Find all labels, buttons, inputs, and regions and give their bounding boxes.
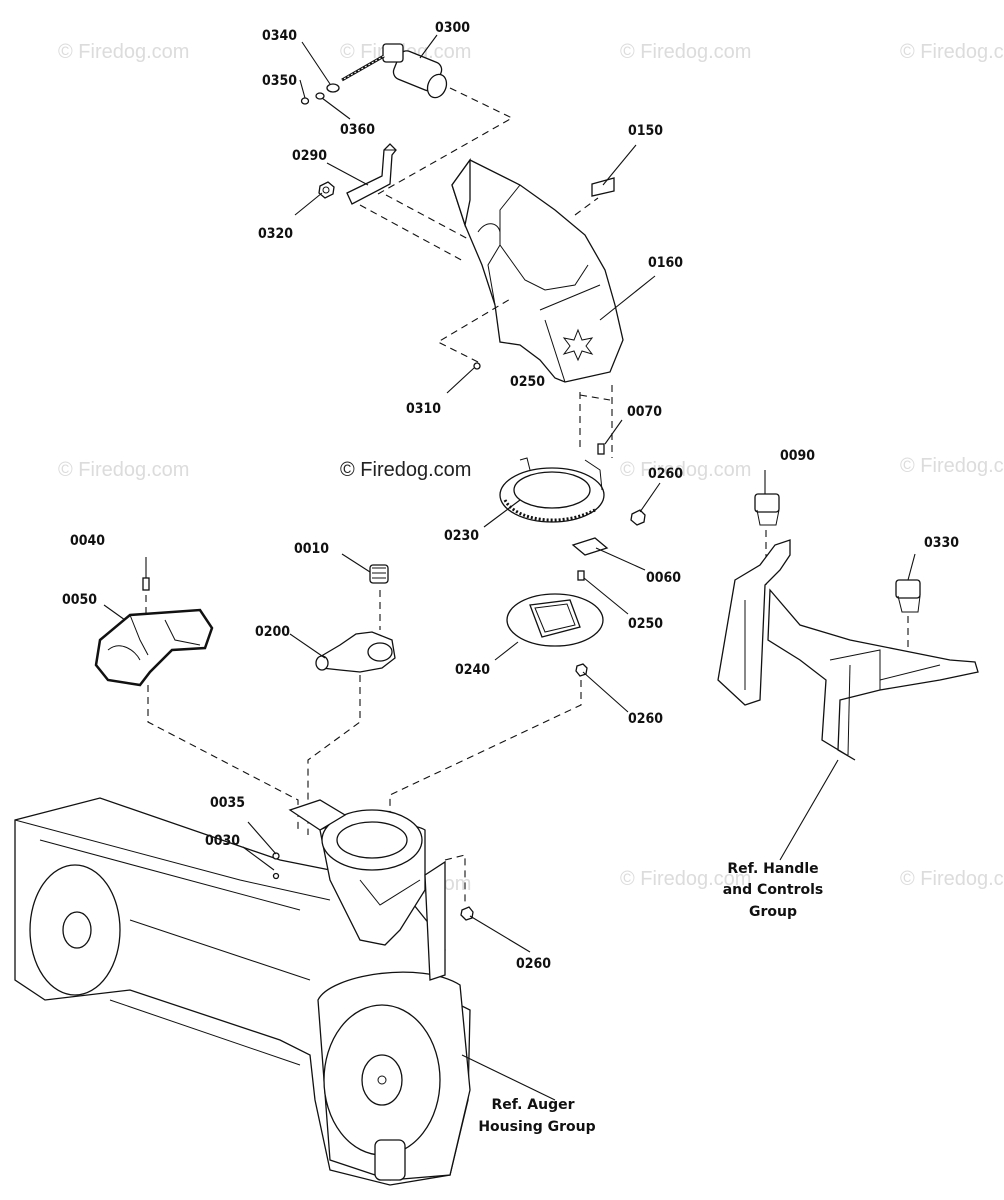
watermark-text: © Firedog.com <box>900 868 1004 890</box>
part-label-0010: 0010 <box>294 541 329 557</box>
part-label-0150: 0150 <box>628 123 663 139</box>
part-label-0330: 0330 <box>924 535 959 551</box>
part-label-0360: 0360 <box>340 122 375 138</box>
part-label-0340: 0340 <box>262 28 297 44</box>
ref-handle-line3: Group <box>749 904 797 920</box>
part-label-0310: 0310 <box>406 401 441 417</box>
part-label-0290: 0290 <box>292 148 327 164</box>
bracket-0290 <box>318 143 471 263</box>
watermarks: © Firedog.com © Firedog.com © Firedog.co… <box>58 41 1004 895</box>
part-label-0035: 0035 <box>210 795 245 811</box>
part-label-0350: 0350 <box>262 73 297 89</box>
chute-drive-motor-0200 <box>307 564 396 835</box>
watermark-text: © Firedog.com <box>620 459 751 481</box>
part-label-0300: 0300 <box>435 20 470 36</box>
part-label-0260: 0260 <box>516 956 551 972</box>
part-label-0240: 0240 <box>455 662 490 678</box>
ref-handle-line1: Ref. Handle <box>727 861 818 877</box>
reference-labels: Ref. Handle and Controls Group Ref. Auge… <box>478 861 823 1135</box>
label-leaders <box>103 34 916 953</box>
motor-cover-0050 <box>94 577 299 830</box>
part-label-0260: 0260 <box>628 711 663 727</box>
handle-and-controls <box>717 493 979 861</box>
part-label-0250: 0250 <box>628 616 663 632</box>
part-label-0050: 0050 <box>62 592 97 608</box>
part-label-0250: 0250 <box>510 374 545 390</box>
auger-housing <box>14 797 556 1186</box>
ref-auger-line1: Ref. Auger <box>491 1097 574 1113</box>
part-label-0200: 0200 <box>255 624 290 640</box>
part-label-0070: 0070 <box>627 404 662 420</box>
chute-ring-gear-0230 <box>499 443 646 556</box>
part-label-0160: 0160 <box>648 255 683 271</box>
watermark-text: © Firedog.com <box>900 41 1004 63</box>
part-label-0040: 0040 <box>70 533 105 549</box>
watermark-text: © Firedog.com <box>620 41 751 63</box>
part-label-0090: 0090 <box>780 448 815 464</box>
ref-auger-line2: Housing Group <box>478 1119 595 1135</box>
part-label-0030: 0030 <box>205 833 240 849</box>
watermark-main: © Firedog.com <box>340 459 471 481</box>
watermark-text: © Firedog.com <box>900 455 1004 477</box>
ref-handle-line2: and Controls <box>723 882 824 898</box>
discharge-chute-0160 <box>436 157 624 458</box>
chute-plate-0240 <box>389 570 604 870</box>
part-label-0260: 0260 <box>648 466 683 482</box>
part-label-0320: 0320 <box>258 226 293 242</box>
watermark-text: © Firedog.com <box>620 868 751 890</box>
part-labels: 0340 0300 0350 0360 0290 0320 0150 0160 … <box>62 20 959 972</box>
watermark-text: © Firedog.com <box>58 41 189 63</box>
part-label-0230: 0230 <box>444 528 479 544</box>
part-label-0060: 0060 <box>646 570 681 586</box>
watermark-text: © Firedog.com <box>58 459 189 481</box>
chute-motor-assembly <box>300 43 514 195</box>
